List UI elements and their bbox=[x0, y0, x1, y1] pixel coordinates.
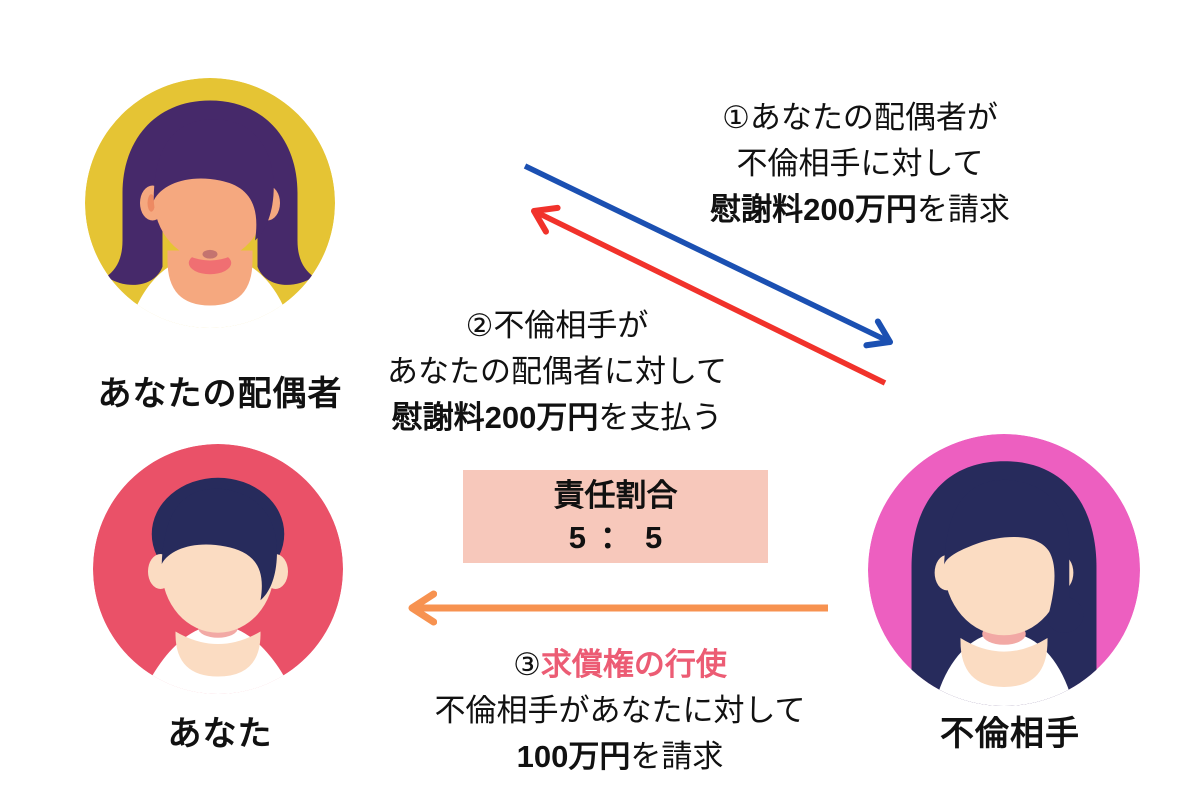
step1-annotation: ①あなたの配偶者が 不倫相手に対して 慰謝料200万円を請求 bbox=[660, 95, 1060, 233]
step1-line2: 不倫相手に対して bbox=[736, 145, 984, 181]
step2-line3: 慰謝料200万円を支払う bbox=[357, 395, 757, 441]
step1-line3: 慰謝料200万円を請求 bbox=[660, 187, 1060, 233]
partner-avatar-graphic bbox=[868, 434, 1140, 706]
ratio-box-value: 5：5 bbox=[568, 519, 677, 555]
spouse-avatar-graphic bbox=[85, 78, 335, 328]
step2-line2: あなたの配偶者に対して bbox=[386, 353, 728, 389]
you-avatar-graphic bbox=[93, 444, 343, 694]
step3-amount: 100万円 bbox=[516, 738, 631, 774]
spouse-label: あなたの配偶者 bbox=[97, 375, 343, 413]
you-chest bbox=[175, 631, 261, 677]
responsibility-ratio-box: 責任割合 5：5 bbox=[463, 470, 768, 563]
you-hair-fringe bbox=[161, 488, 277, 601]
spouse-mouth bbox=[202, 249, 218, 259]
step1-line1: ①あなたの配偶者が bbox=[722, 100, 998, 135]
step2-line3-rest: を支払う bbox=[598, 399, 723, 435]
step3-line2: 不倫相手があなたに対して bbox=[434, 692, 806, 728]
you-avatar bbox=[93, 444, 343, 694]
step3-annotation: ③求償権の行使 不倫相手があなたに対して 100万円を請求 bbox=[420, 642, 820, 780]
spouse-hair-fringe bbox=[153, 119, 274, 241]
you-label: あなた bbox=[167, 715, 273, 753]
spouse-avatar bbox=[85, 78, 335, 328]
partner-chest bbox=[960, 638, 1048, 687]
partner-label: 不倫相手 bbox=[940, 715, 1080, 753]
partner-hair-fringe bbox=[944, 479, 1084, 633]
partner-avatar bbox=[868, 434, 1140, 706]
step2-amount: 慰謝料200万円 bbox=[391, 399, 599, 435]
ratio-box-title: 責任割合 bbox=[553, 477, 678, 513]
spouse-left-ear-inner bbox=[147, 194, 155, 212]
step1-line3-rest: を請求 bbox=[916, 191, 1010, 227]
step3-number: ③ bbox=[513, 647, 541, 682]
step3-line3-rest: を請求 bbox=[630, 738, 724, 774]
step1-amount: 慰謝料200万円 bbox=[710, 191, 917, 227]
step3-line3: 100万円を請求 bbox=[420, 734, 820, 780]
step2-line1: ②不倫相手が bbox=[465, 308, 649, 343]
step2-annotation: ②不倫相手が あなたの配偶者に対して 慰謝料200万円を支払う bbox=[357, 303, 757, 441]
spouse-chest bbox=[167, 250, 253, 306]
step3-title: 求償権の行使 bbox=[540, 647, 727, 682]
step3-line1: ③求償権の行使 bbox=[420, 642, 820, 688]
